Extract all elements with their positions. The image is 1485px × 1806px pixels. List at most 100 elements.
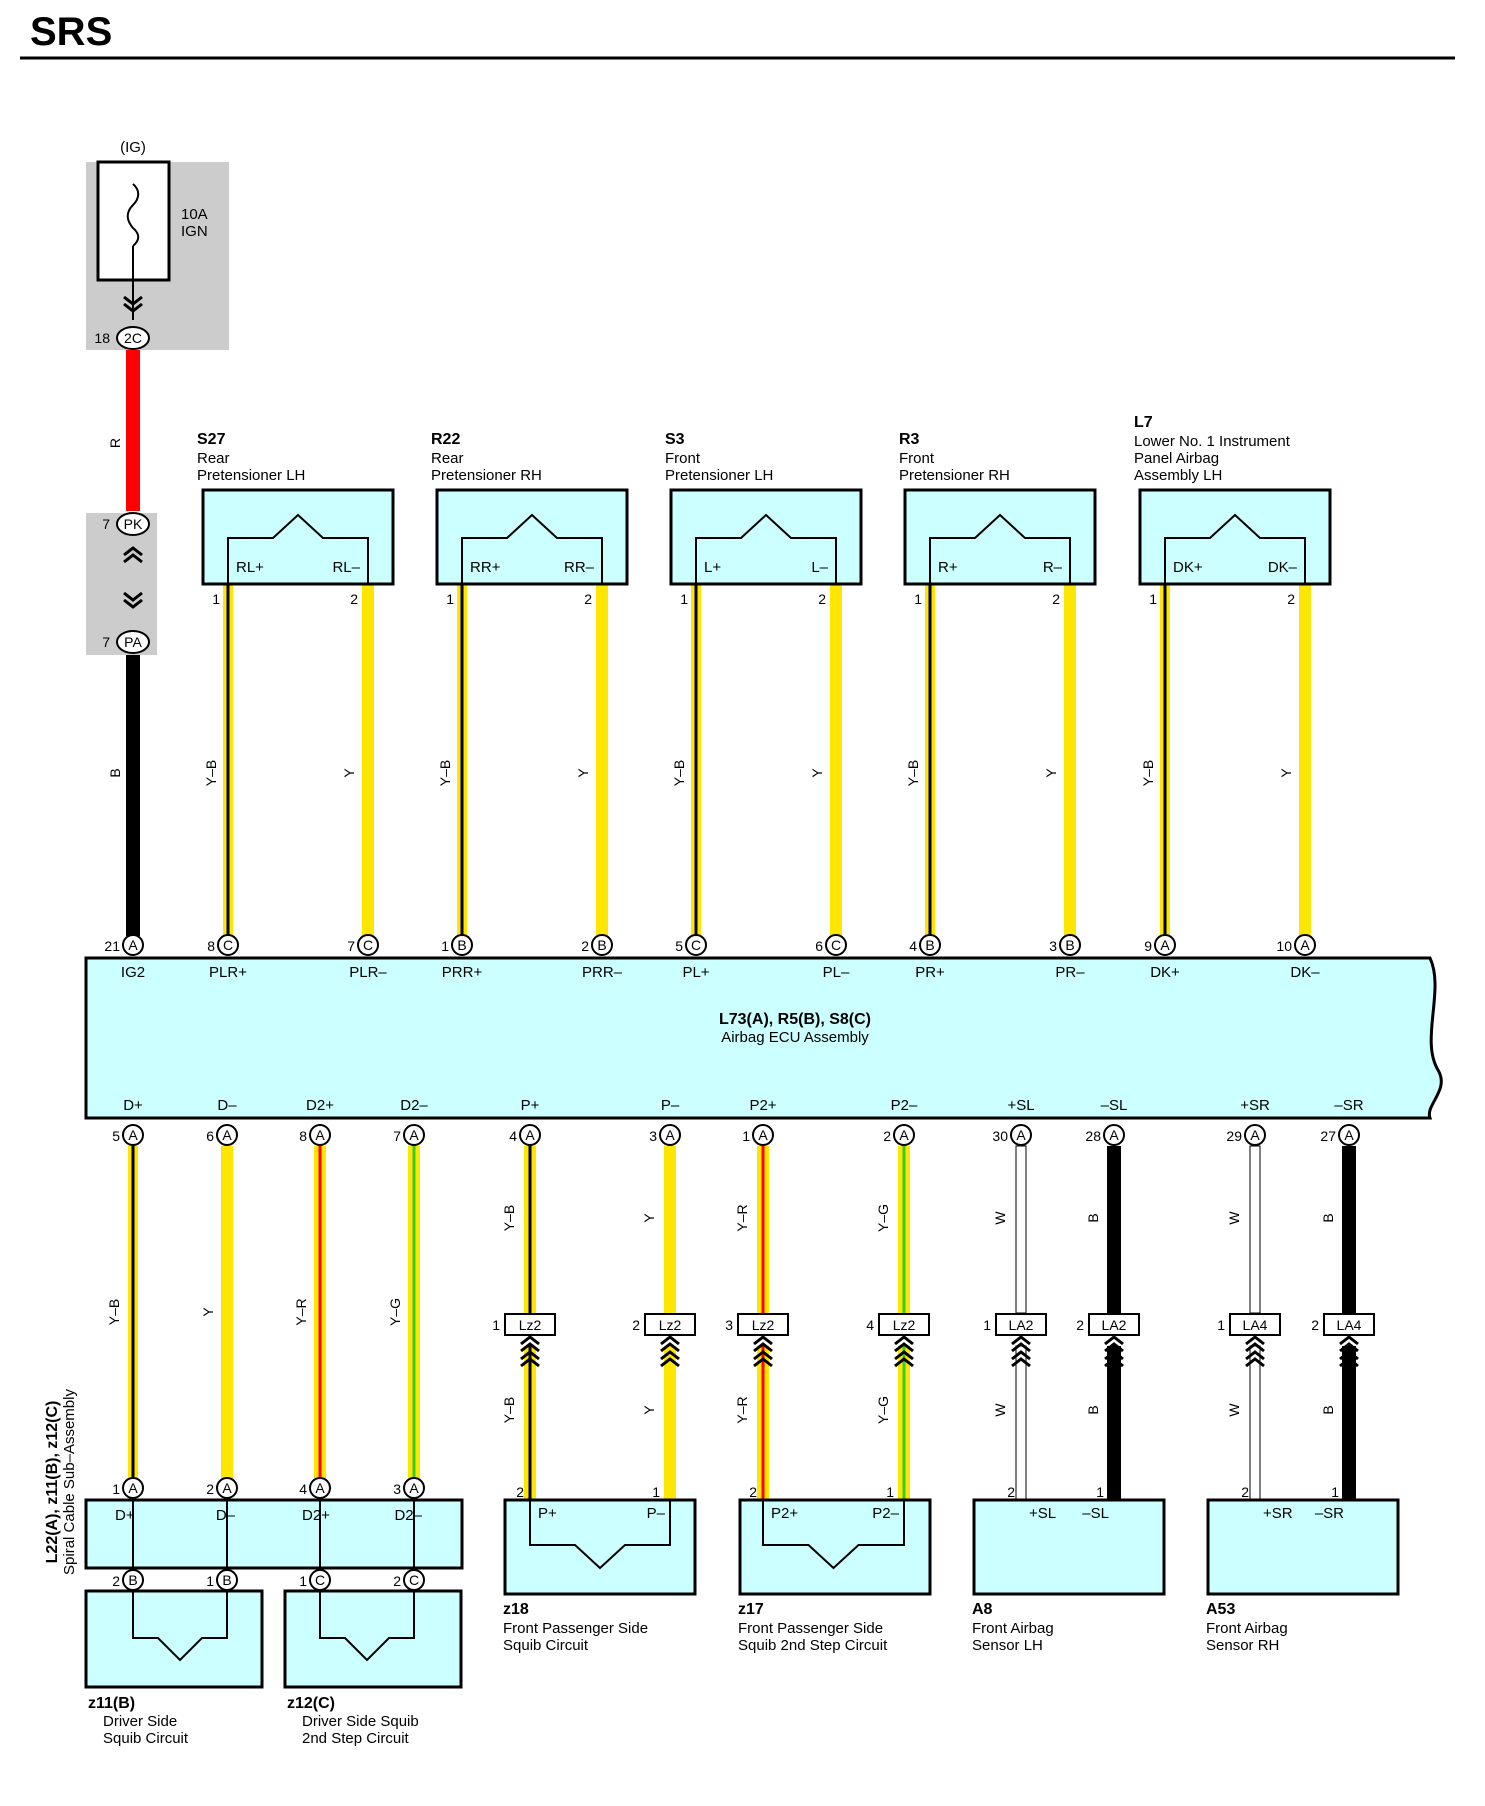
inline-wire-color-upper: Y–R <box>734 1204 750 1231</box>
chevron-stroke <box>1245 1342 1265 1353</box>
junction-pa <box>116 630 150 654</box>
ecu-bottom-connector <box>752 1124 774 1146</box>
inline-connector <box>1229 1313 1281 1336</box>
component-pin-num: 2 <box>350 591 358 607</box>
component-pin-num: 2 <box>1287 591 1295 607</box>
wire-Y–B <box>223 584 233 936</box>
wire-W <box>1015 1345 1027 1501</box>
ecu-bottom-connector <box>403 1124 425 1146</box>
inline-connector-code: Lz2 <box>659 1317 682 1333</box>
inline-connector <box>737 1313 789 1336</box>
squib-desc: 2nd Step Circuit <box>302 1730 410 1747</box>
ecu-bottom-connector <box>519 1124 541 1146</box>
driver-wire-color: Y <box>200 1307 216 1317</box>
component-box-A53 <box>1206 1498 1400 1596</box>
ecu-top-connector <box>357 934 379 956</box>
component-code: A53 <box>1206 1601 1235 1618</box>
chevron-stroke <box>1245 1335 1265 1346</box>
inline-connector <box>878 1313 930 1336</box>
component-pin-num: 1 <box>1096 1484 1104 1500</box>
wire-body <box>664 1146 676 1313</box>
chevron-stroke <box>1245 1357 1265 1368</box>
fuse-location: (IG) <box>120 139 146 156</box>
ecu-top-pin-label: PLR+ <box>209 964 247 981</box>
ecu-bottom-connector <box>659 1124 681 1146</box>
component-symbol <box>1164 513 1306 584</box>
ecu-top-pin-number: 4 <box>909 938 917 954</box>
component-symbol <box>695 513 837 584</box>
ecu-bottom-connector <box>1103 1124 1125 1146</box>
ecu-bottom-pin-label: –SL <box>1101 1097 1128 1114</box>
ecu-top-connector <box>919 934 941 956</box>
connector-letter: A <box>315 1127 325 1143</box>
inline-wire-color-lower: Y <box>641 1405 657 1415</box>
inline-wire-color-upper: B <box>1320 1213 1336 1222</box>
ecu-top-pin-label: PL+ <box>682 964 709 981</box>
component-pin-num: 2 <box>1241 1484 1249 1500</box>
chevron-stroke <box>753 1350 773 1361</box>
spiral-top-connector <box>122 1477 144 1499</box>
wire-body <box>1015 1145 1027 1314</box>
spiral-top-connector <box>216 1477 238 1499</box>
connector-code: PA <box>124 634 142 650</box>
component-desc: Pretensioner RH <box>899 467 1010 484</box>
wire-body <box>126 653 140 936</box>
chevron-stroke <box>660 1357 680 1368</box>
top-wire-color-minus: Y <box>575 768 591 778</box>
inline-wire-color-upper: B <box>1085 1213 1101 1222</box>
inline-connector-pin: 2 <box>632 1317 640 1333</box>
connector-letter: B <box>457 937 466 953</box>
wire-Y–G <box>898 1146 910 1313</box>
connector-letter: C <box>831 937 841 953</box>
squib-desc: Squib Circuit <box>103 1730 189 1747</box>
chevron-stroke <box>520 1350 540 1361</box>
top-wire-color-plus: Y–B <box>905 760 921 786</box>
junction-pk-pin: 7 <box>102 516 110 532</box>
wire-Y–G <box>408 1146 420 1488</box>
wire-Y–B <box>925 584 935 936</box>
connector-letter: A <box>758 1127 768 1143</box>
chevron-up-icon <box>894 1335 914 1353</box>
ecu-bottom-pin-label: P– <box>661 1097 680 1114</box>
wire-body <box>1107 1346 1121 1500</box>
connector-letter: A <box>665 1127 675 1143</box>
connector-letter: A <box>128 937 138 953</box>
connector-letter: C <box>315 1572 325 1588</box>
spiral-cable-box <box>84 1498 464 1570</box>
spiral-top-connector <box>309 1477 331 1499</box>
component-desc: Squib Circuit <box>503 1637 589 1654</box>
wire-body <box>221 1146 233 1488</box>
component-pin-num: 1 <box>1149 591 1157 607</box>
spiral-top-pin-number: 4 <box>299 1481 307 1497</box>
component-pin-num: 1 <box>446 591 454 607</box>
component-desc: Front <box>665 450 701 467</box>
component-desc: Rear <box>431 450 464 467</box>
component-pin-num: 2 <box>818 591 826 607</box>
ecu-bottom-connector <box>893 1124 915 1146</box>
component-desc: Pretensioner LH <box>665 467 773 484</box>
spiral-pin-label: D+ <box>115 1507 135 1524</box>
fuse-name: IGN <box>181 223 208 240</box>
spiral-bottom-pin-number: 2 <box>393 1573 401 1589</box>
component-code: A8 <box>972 1601 993 1618</box>
wire-W <box>1249 1145 1261 1314</box>
ecu-top-connector <box>217 934 239 956</box>
supply-wire-color-r: R <box>107 438 123 448</box>
ecu-bottom-pin-label: D2– <box>400 1097 428 1114</box>
inline-connector-pin: 1 <box>983 1317 991 1333</box>
fuse-pin-number: 18 <box>94 330 110 346</box>
component-desc: Front <box>899 450 935 467</box>
ecu-top-pin-number: 2 <box>581 938 589 954</box>
driver-wire-color: Y–B <box>106 1299 122 1325</box>
connector-letter: B <box>925 937 934 953</box>
chevron-down-icon <box>123 591 143 609</box>
wire-B <box>1107 1346 1121 1500</box>
connector-letter: C <box>223 937 233 953</box>
component-pin-num: 1 <box>1331 1484 1339 1500</box>
chevron-stroke <box>894 1357 914 1368</box>
connector-letter: B <box>128 1572 137 1588</box>
component-code: z18 <box>503 1601 529 1618</box>
connector-letter: A <box>409 1480 419 1496</box>
ecu-bottom-pin-label: –SR <box>1334 1097 1363 1114</box>
